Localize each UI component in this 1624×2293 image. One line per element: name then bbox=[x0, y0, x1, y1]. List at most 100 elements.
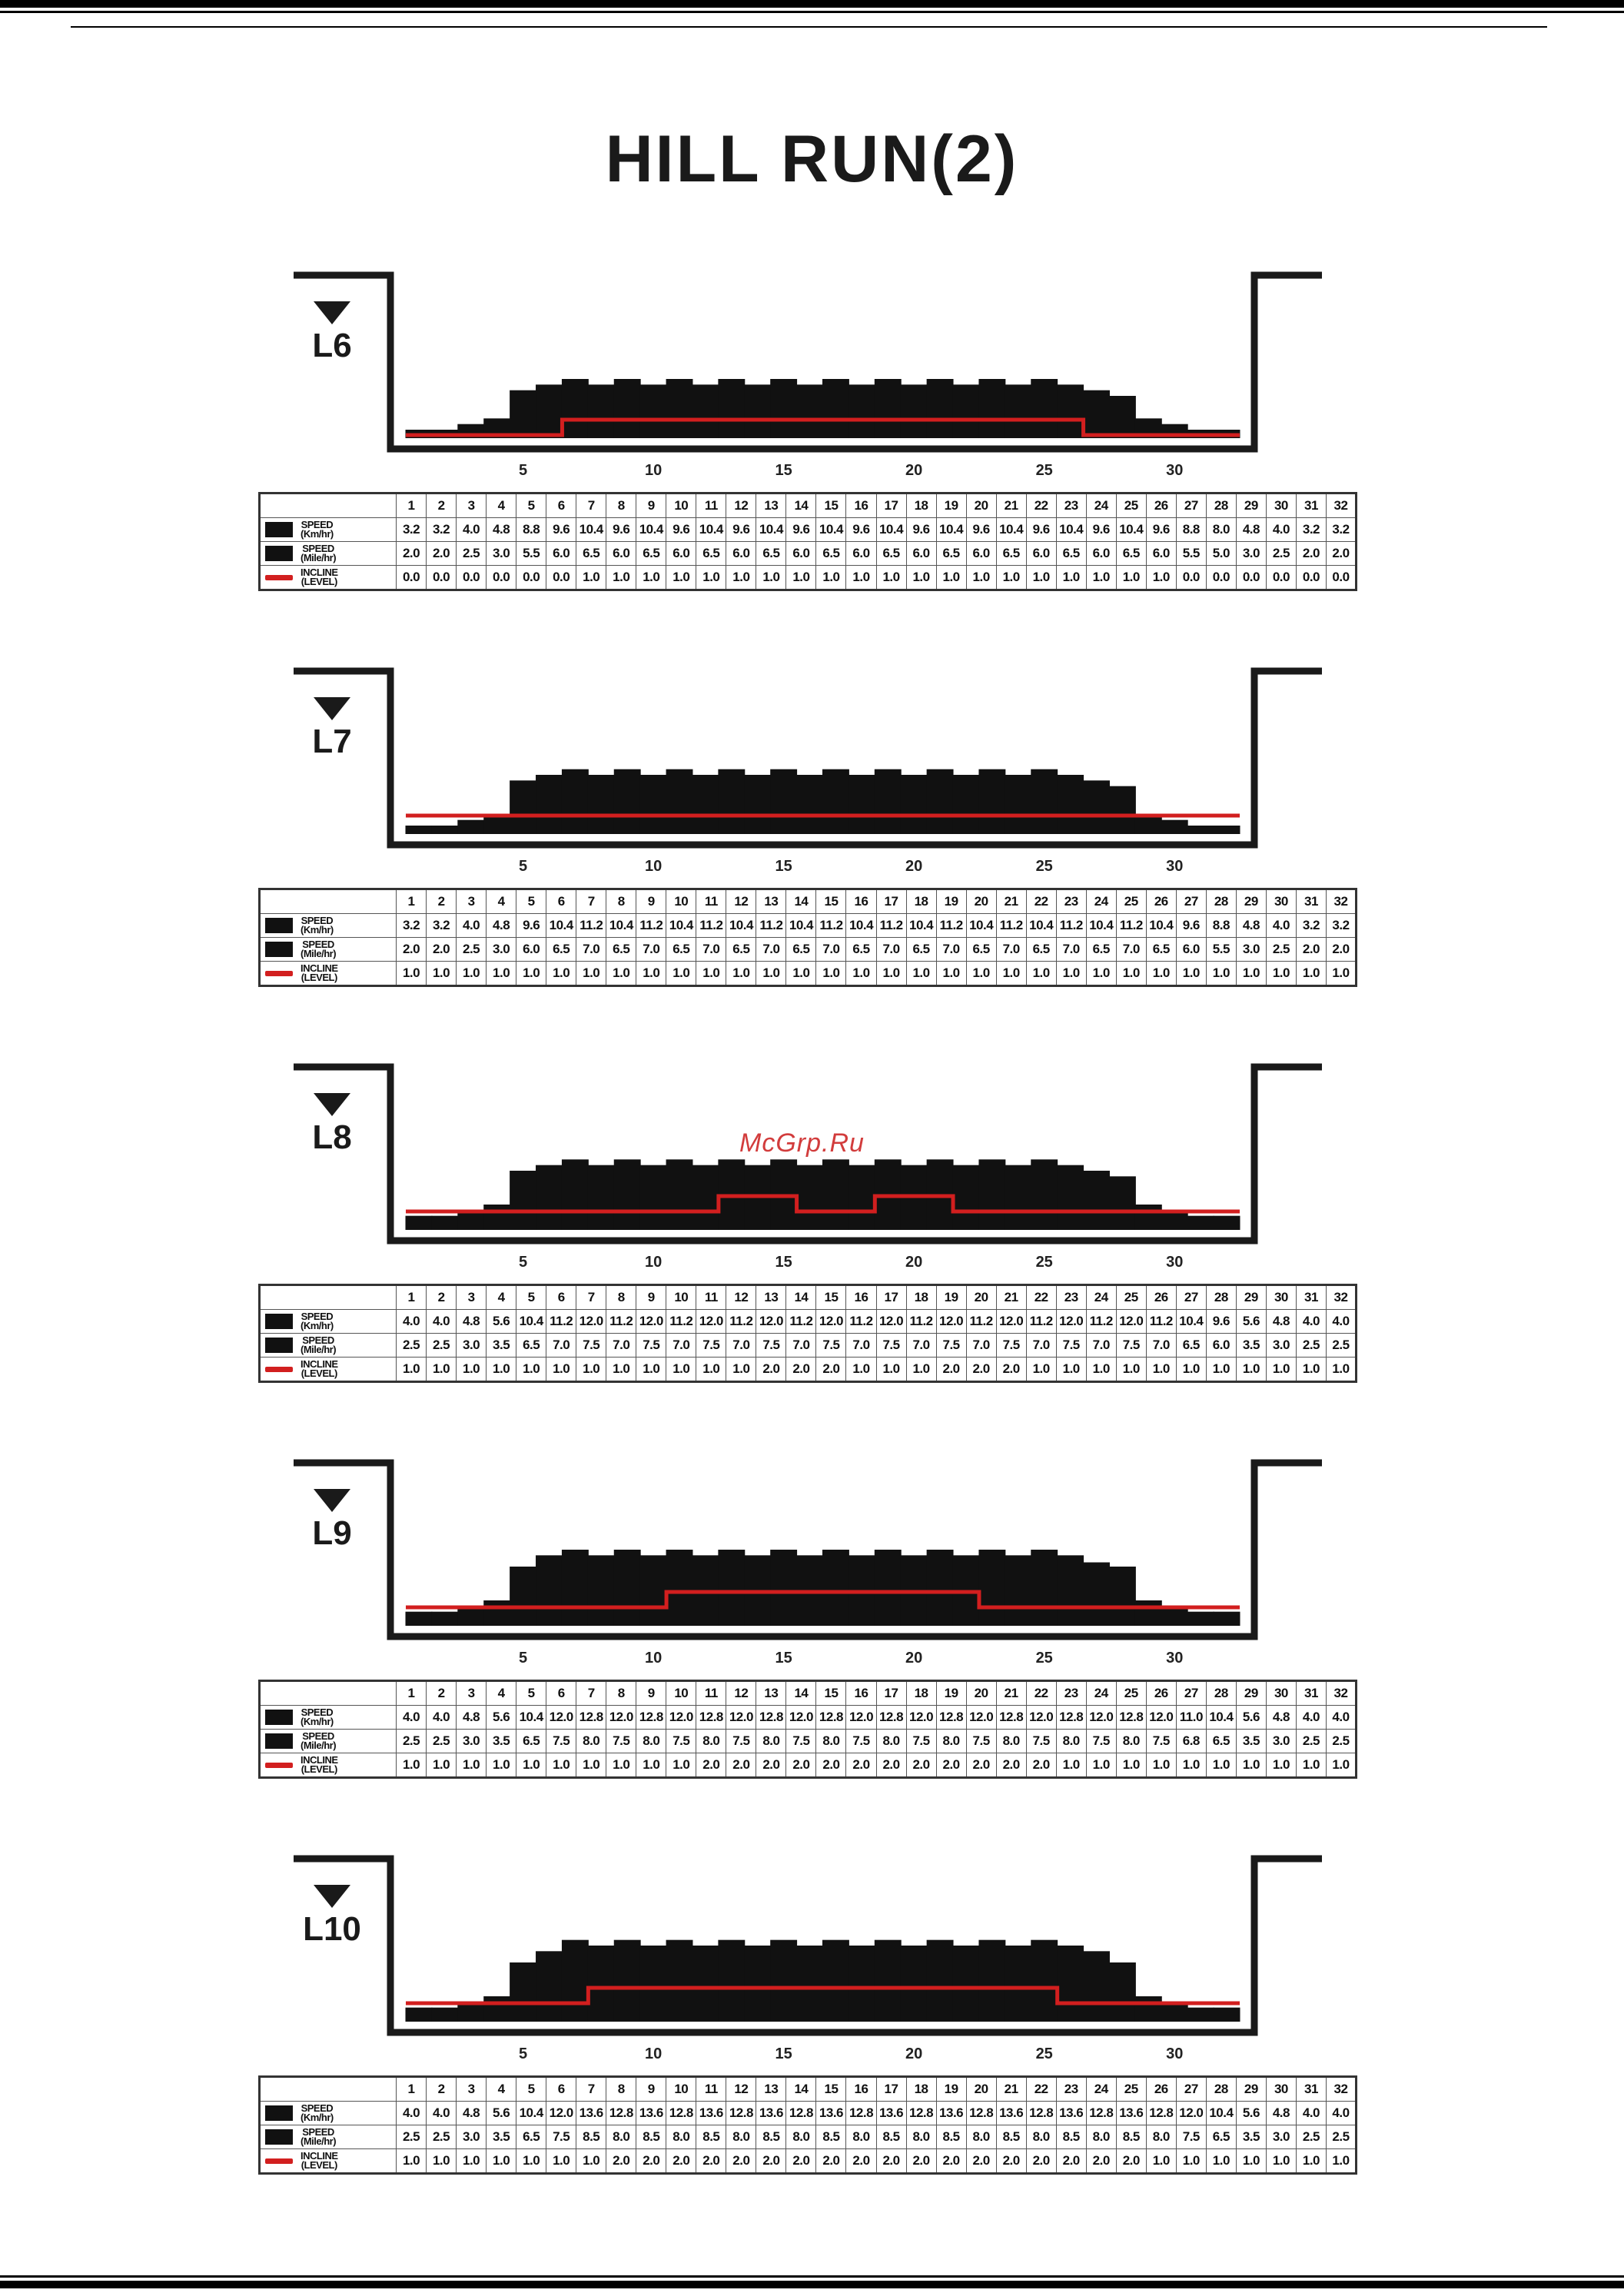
table-cell: 12.8 bbox=[576, 1705, 607, 1730]
speed-bar-3 bbox=[457, 819, 485, 834]
speed-bar-4 bbox=[483, 1996, 511, 2022]
table-cell: 1.0 bbox=[1235, 1753, 1267, 1778]
table-cell: 13.6 bbox=[935, 2101, 967, 2125]
table-cell: 7.5 bbox=[1025, 1729, 1057, 1753]
segment-number: 5 bbox=[516, 493, 547, 518]
table-cell: 7.5 bbox=[1055, 1333, 1087, 1358]
table-cell: 10.4 bbox=[1145, 913, 1177, 938]
segment-number: 16 bbox=[845, 1284, 877, 1310]
table-cell: 10.4 bbox=[606, 913, 637, 938]
segment-number: 6 bbox=[546, 889, 577, 914]
table-cell: 12.0 bbox=[1025, 1705, 1057, 1730]
table-cell: 2.0 bbox=[965, 1753, 997, 1778]
table-cell: 6.5 bbox=[1175, 1333, 1207, 1358]
speed-bar-26 bbox=[1057, 384, 1084, 438]
table-cell: 1.0 bbox=[1025, 961, 1057, 986]
table-cell: 1.0 bbox=[696, 565, 727, 590]
table-cell: 4.8 bbox=[1235, 913, 1267, 938]
speed-bar-28 bbox=[1108, 1567, 1136, 1626]
table-cell: 1.0 bbox=[875, 565, 907, 590]
table-cell: 1.0 bbox=[756, 961, 787, 986]
speed-bar-1 bbox=[405, 1215, 433, 1230]
segment-number: 10 bbox=[666, 1284, 697, 1310]
speed-bar-29 bbox=[1134, 1996, 1162, 2022]
table-cell: 3.0 bbox=[456, 1729, 487, 1753]
table-cell: 1.0 bbox=[1265, 1357, 1297, 1382]
table-cell: 13.6 bbox=[1055, 2101, 1087, 2125]
speed-bar-28 bbox=[1108, 1176, 1136, 1230]
speed-bar-20 bbox=[900, 384, 928, 438]
table-cell: 2.0 bbox=[875, 2148, 907, 2174]
table-cell: 12.0 bbox=[1115, 1309, 1147, 1334]
speed-bar-28 bbox=[1108, 1962, 1136, 2022]
row-label-main: SPEED bbox=[301, 1311, 334, 1322]
table-cell: 2.0 bbox=[1325, 541, 1357, 566]
table-cell: 1.0 bbox=[1145, 1753, 1177, 1778]
speed-bar-30 bbox=[1161, 1210, 1188, 1230]
table-cell: 13.6 bbox=[576, 2101, 607, 2125]
segment-number: 1 bbox=[395, 493, 427, 518]
table-cell: 2.0 bbox=[1085, 2148, 1117, 2174]
table-cell: 9.6 bbox=[1025, 517, 1057, 542]
black-block-legend-icon bbox=[265, 2129, 293, 2145]
segment-number: 14 bbox=[785, 2076, 817, 2102]
table-cell: 12.8 bbox=[785, 2101, 817, 2125]
table-cell: 12.0 bbox=[546, 2101, 577, 2125]
table-cell: 9.6 bbox=[546, 517, 577, 542]
table-cell: 7.0 bbox=[756, 937, 787, 962]
table-cell: 11.2 bbox=[1055, 913, 1087, 938]
segment-number: 17 bbox=[875, 493, 907, 518]
segment-number: 7 bbox=[576, 2076, 607, 2102]
table-cell: 5.5 bbox=[516, 541, 547, 566]
speed-bar-13 bbox=[718, 379, 746, 438]
table-cell: 0.0 bbox=[1325, 565, 1357, 590]
table-cell: 1.0 bbox=[606, 1753, 637, 1778]
table-cell: 10.4 bbox=[965, 913, 997, 938]
speed-bar-23 bbox=[978, 1939, 1006, 2022]
table-cell: 10.4 bbox=[785, 913, 817, 938]
table-cell: 12.0 bbox=[756, 1309, 787, 1334]
table-cell: 1.0 bbox=[606, 1357, 637, 1382]
table-cell: 7.5 bbox=[905, 1729, 937, 1753]
segment-number: 31 bbox=[1295, 2076, 1327, 2102]
table-cell: 2.0 bbox=[426, 541, 457, 566]
speed-bar-21 bbox=[926, 379, 954, 438]
black-block-legend-icon bbox=[265, 1338, 293, 1353]
speed-bar-11 bbox=[666, 1159, 693, 1230]
table-cell: 3.5 bbox=[1235, 2125, 1267, 2149]
table-cell: 8.0 bbox=[1205, 517, 1237, 542]
speed-bar-5 bbox=[510, 1171, 537, 1230]
chart-frame bbox=[294, 667, 1322, 849]
table-cell: 8.5 bbox=[875, 2125, 907, 2149]
table-cell: 12.0 bbox=[666, 1705, 697, 1730]
speed-bar-1 bbox=[405, 2007, 433, 2022]
table-cell: 2.0 bbox=[965, 2148, 997, 2174]
table-cell: 11.2 bbox=[965, 1309, 997, 1334]
segment-number: 24 bbox=[1085, 2076, 1117, 2102]
table-cell: 3.0 bbox=[486, 937, 517, 962]
table-cell: 7.0 bbox=[845, 1333, 877, 1358]
segment-number: 29 bbox=[1235, 2076, 1267, 2102]
speed-bar-5 bbox=[510, 1567, 537, 1626]
speed-bar-4 bbox=[483, 814, 511, 834]
table-cell: 1.0 bbox=[1235, 961, 1267, 986]
table-cell: 2.5 bbox=[1325, 1333, 1357, 1358]
table-cell: 8.0 bbox=[756, 1729, 787, 1753]
table-cell: 4.0 bbox=[1325, 2101, 1357, 2125]
table-cell: 12.0 bbox=[726, 1705, 757, 1730]
speed-bar-24 bbox=[1005, 1946, 1032, 2022]
segment-number: 18 bbox=[905, 493, 937, 518]
table-cell: 2.0 bbox=[875, 1753, 907, 1778]
down-triangle-icon bbox=[314, 301, 350, 324]
row-label-unit: (Km/hr) bbox=[301, 528, 334, 540]
segment-number: 23 bbox=[1055, 1284, 1087, 1310]
table-cell: 11.2 bbox=[696, 913, 727, 938]
table-cell: 8.0 bbox=[636, 1729, 667, 1753]
table-cell: 8.5 bbox=[935, 2125, 967, 2149]
x-tick-label: 15 bbox=[775, 462, 792, 479]
segment-number: 9 bbox=[636, 889, 667, 914]
segment-number: 12 bbox=[726, 889, 757, 914]
row-label-text: SPEED(Km/hr) bbox=[301, 1707, 334, 1726]
